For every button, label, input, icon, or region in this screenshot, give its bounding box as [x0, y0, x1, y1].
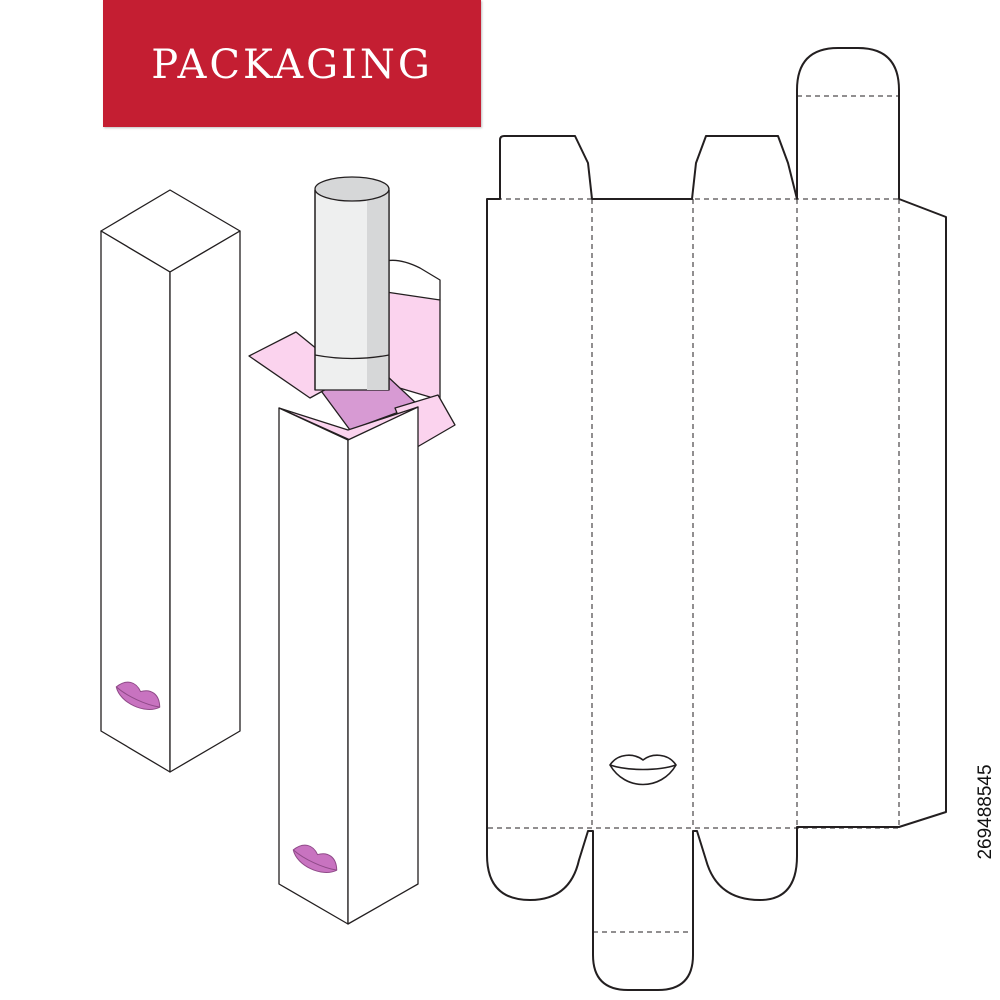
banner-title: PACKAGING — [151, 41, 433, 88]
lips-icon — [115, 681, 161, 710]
open-box-right-face — [347, 406, 419, 925]
stock-id-label: 269488545 — [975, 764, 996, 860]
open-box — [248, 176, 456, 925]
closed-box — [100, 189, 241, 773]
open-box-left-face — [278, 407, 349, 925]
lipstick-tube — [314, 176, 390, 391]
title-banner: PACKAGING — [103, 0, 481, 127]
dieline-outline — [486, 47, 947, 991]
open-box-tuck-flap — [385, 259, 441, 301]
lips-icon — [292, 844, 338, 873]
closed-box-right-face — [169, 230, 241, 773]
dieline-template — [486, 47, 947, 991]
lips-outline-icon — [609, 754, 677, 786]
